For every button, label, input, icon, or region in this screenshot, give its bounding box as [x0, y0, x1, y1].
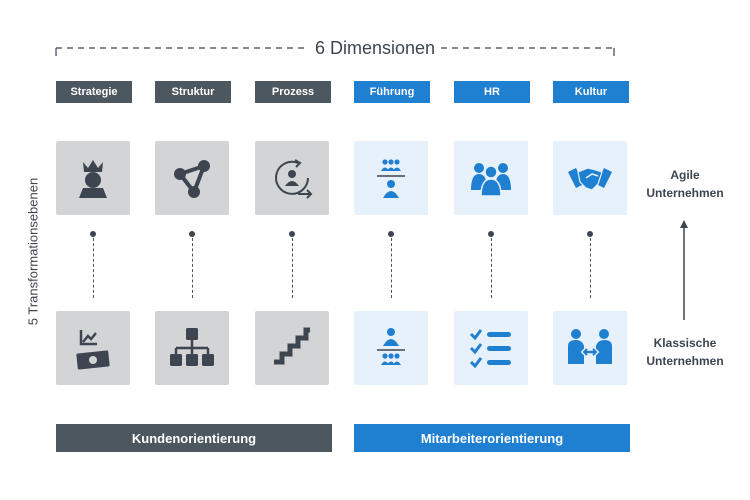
people-exchange-icon — [568, 329, 612, 364]
group-people-icon — [471, 163, 511, 197]
team-above-leader-icon — [377, 159, 405, 198]
king-icon — [79, 160, 107, 198]
tile-strategie-klassisch — [56, 311, 130, 385]
connector-dot — [289, 231, 295, 237]
tile-struktur-agile — [155, 141, 229, 215]
connector-line — [391, 238, 392, 298]
diagram-title: 6 Dimensionen — [0, 38, 750, 59]
connector-line — [93, 238, 94, 298]
label-agile-line1: Agile — [670, 168, 700, 182]
header-hr: HR — [454, 81, 530, 103]
connector-line — [192, 238, 193, 298]
handshake-icon — [568, 167, 612, 191]
tile-hr-agile — [454, 141, 528, 215]
header-kultur: Kultur — [553, 81, 629, 103]
leader-above-team-icon — [377, 328, 405, 365]
label-agile-line2: Unternehmen — [646, 186, 724, 200]
org-chart-icon — [170, 328, 214, 366]
label-klassische-unternehmen: Klassische Unternehmen — [630, 334, 740, 370]
stairs-icon — [274, 327, 310, 365]
up-arrow-icon — [680, 220, 688, 320]
connector-line — [491, 238, 492, 298]
tile-struktur-klassisch — [155, 311, 229, 385]
label-klassische-line2: Unternehmen — [646, 354, 724, 368]
cycle-person-icon — [275, 159, 313, 199]
vertical-axis-label: 5 Transformationsebenen — [25, 177, 41, 326]
bar-mitarbeiterorientierung: Mitarbeiterorientierung — [354, 424, 630, 452]
tile-prozess-agile — [255, 141, 329, 215]
header-prozess: Prozess — [255, 81, 331, 103]
header-strategie: Strategie — [56, 81, 132, 103]
connector-dot — [488, 231, 494, 237]
tile-kultur-klassisch — [553, 311, 627, 385]
connector-dot — [587, 231, 593, 237]
header-struktur: Struktur — [155, 81, 231, 103]
label-agile-unternehmen: Agile Unternehmen — [630, 166, 740, 202]
label-klassische-line1: Klassische — [653, 336, 717, 350]
tile-fuehrung-klassisch — [354, 311, 428, 385]
network-triangle-icon — [174, 160, 210, 198]
connector-dot — [388, 231, 394, 237]
connector-line — [292, 238, 293, 298]
tile-prozess-klassisch — [255, 311, 329, 385]
tile-kultur-agile — [553, 141, 627, 215]
tile-fuehrung-agile — [354, 141, 428, 215]
checklist-icon — [469, 329, 511, 369]
header-fuehrung: Führung — [354, 81, 430, 103]
connector-dot — [90, 231, 96, 237]
tile-hr-klassisch — [454, 311, 528, 385]
connector-dot — [189, 231, 195, 237]
tile-strategie-agile — [56, 141, 130, 215]
connector-line — [590, 238, 591, 298]
chart-money-icon — [76, 330, 110, 370]
bar-kundenorientierung: Kundenorientierung — [56, 424, 332, 452]
